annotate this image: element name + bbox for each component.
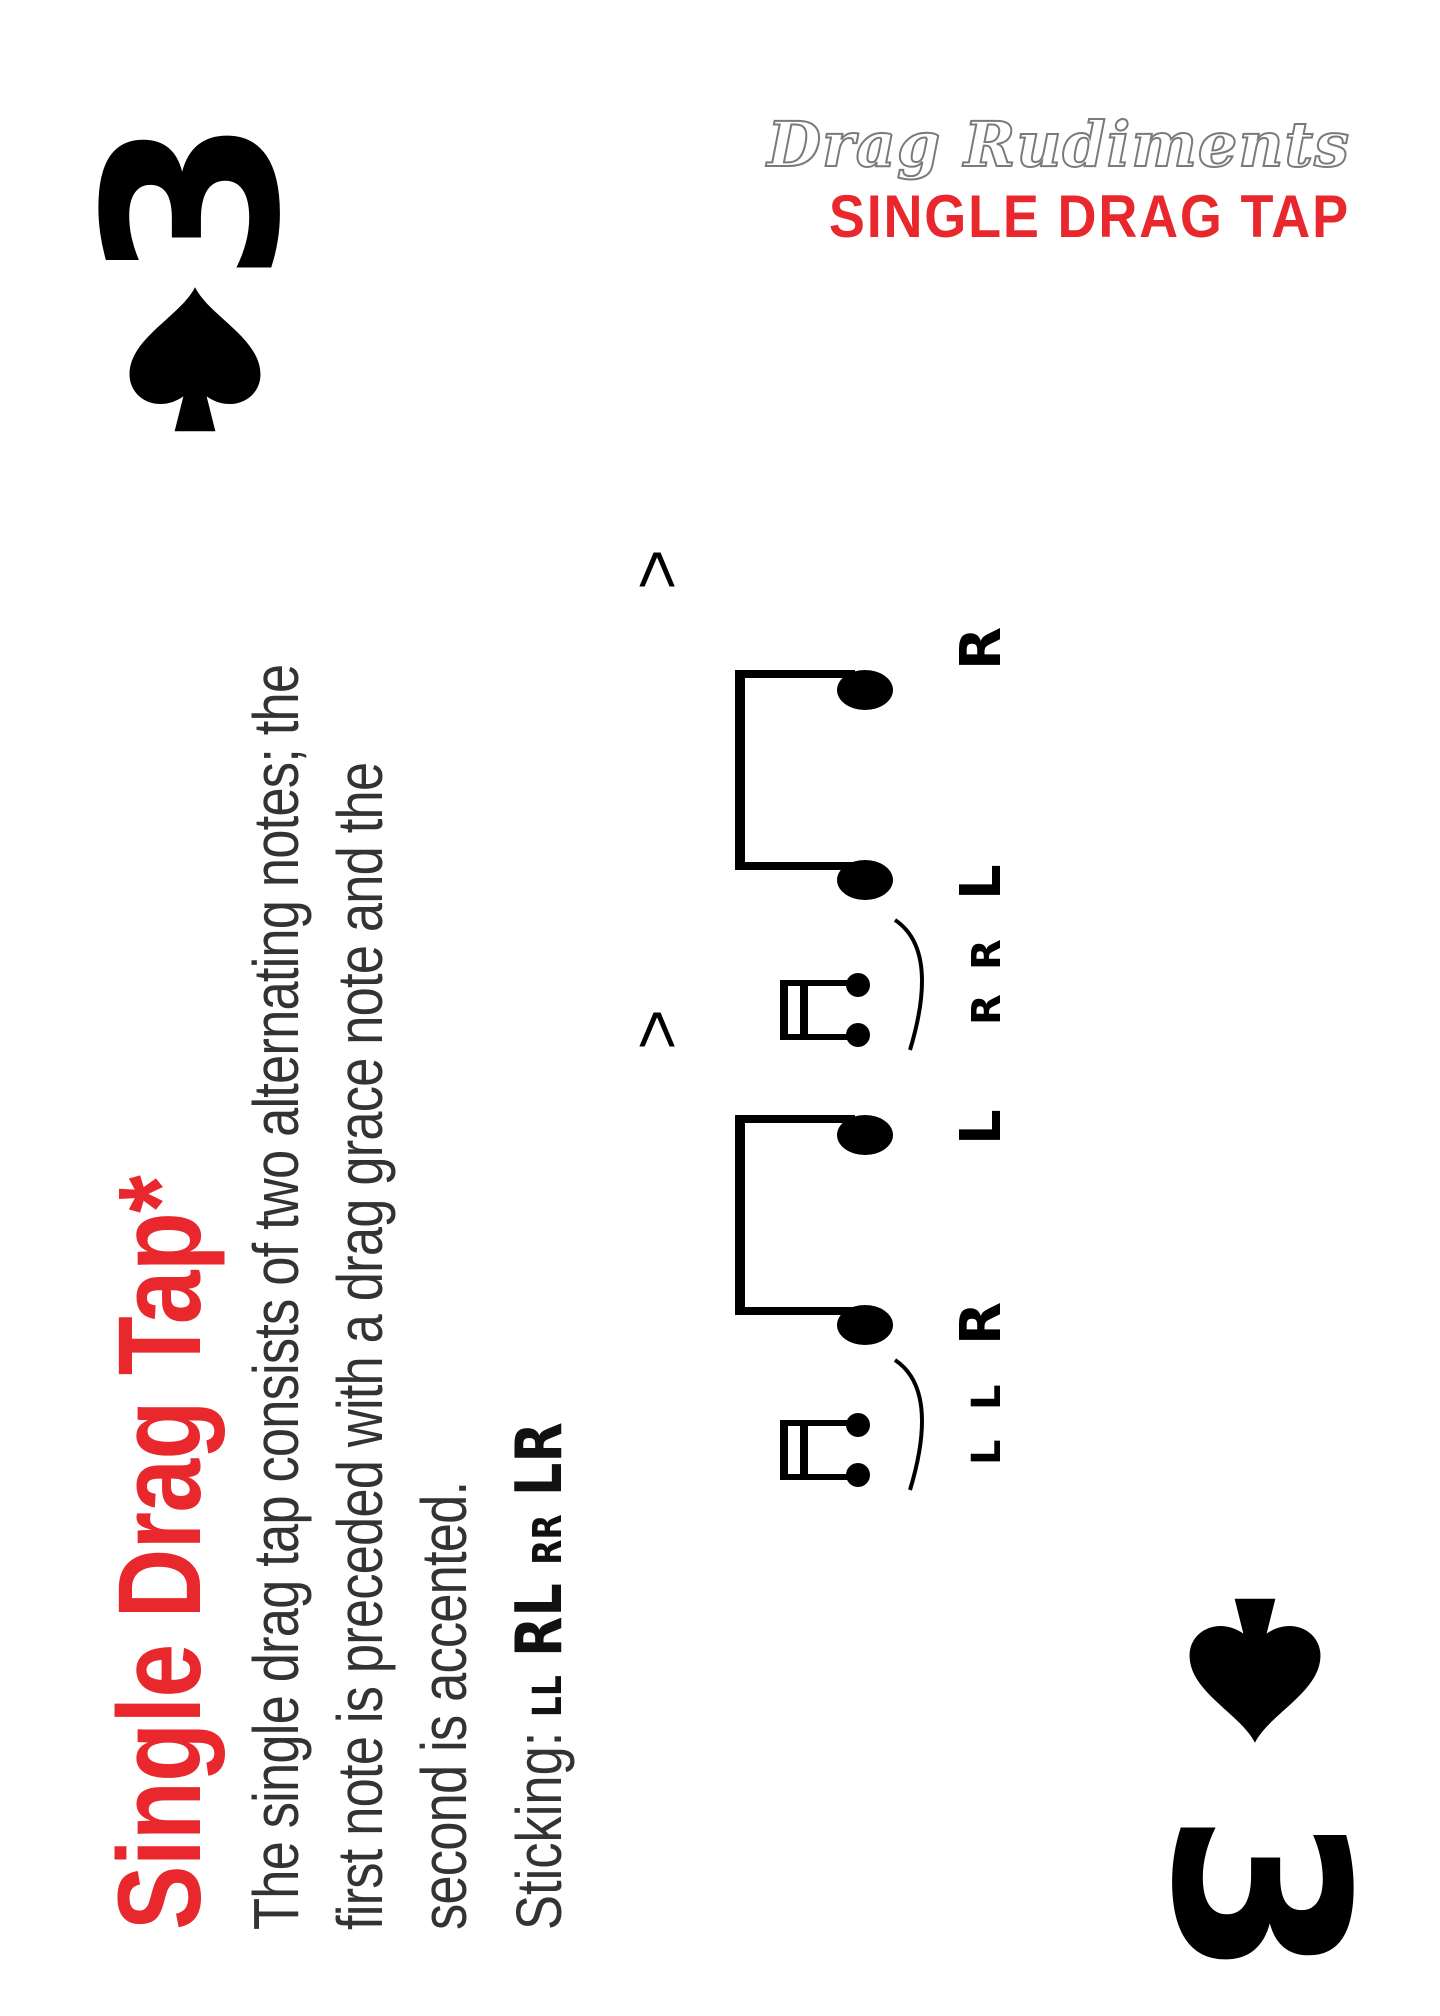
rudiment-description: The single drag tap consists of two alte… [240, 664, 480, 1930]
grace-beam [780, 980, 788, 1040]
grace-beam [800, 1420, 808, 1480]
sticking-label: Sticking: [503, 1731, 575, 1930]
sticking-part: LR [503, 1422, 577, 1497]
category-label: Drag Rudiments [766, 107, 1350, 182]
stem [735, 1115, 855, 1123]
grace-beam [800, 980, 808, 1040]
sticking-part: RR [525, 1514, 571, 1565]
stem [735, 1307, 855, 1315]
sticking-letter: R [964, 994, 1010, 1025]
grace-stem [780, 1474, 850, 1480]
sticking-letter: L [949, 864, 1014, 900]
accent-mark: > [617, 549, 695, 590]
card-rank-top: 3 [53, 116, 334, 284]
grace-beam [780, 1420, 788, 1480]
sticking-letter: R [964, 939, 1010, 970]
grace-note [846, 973, 870, 997]
card-rank-bottom: 3 [1118, 1811, 1399, 1979]
note-head [837, 860, 893, 900]
note-head [837, 1115, 893, 1155]
beam [735, 1115, 745, 1315]
sticking-pattern: LL RL RR LR [503, 1422, 577, 1717]
stem [735, 862, 855, 870]
note-head [837, 1305, 893, 1345]
grace-note [846, 1023, 870, 1047]
grace-stem [780, 1034, 850, 1040]
sticking-letter: L [964, 1385, 1010, 1411]
note-head [837, 670, 893, 710]
sticking-letter: L [964, 1440, 1010, 1466]
notation-svg: > > [617, 549, 1014, 1491]
sticking-part: RL [503, 1583, 577, 1658]
sticking-labels: R L R R L R L L [949, 627, 1014, 1465]
grace-note [846, 1413, 870, 1437]
slur [893, 918, 924, 1051]
sticking-letter: R [949, 1302, 1014, 1345]
measure-1: > [617, 549, 924, 1051]
card-title: SINGLE DRAG TAP [828, 183, 1350, 250]
measure-2: > [617, 1009, 924, 1491]
music-notation: > > [617, 549, 1060, 1550]
beam [735, 670, 745, 870]
grace-note [846, 1463, 870, 1487]
sticking-letter: L [949, 1109, 1014, 1145]
grace-stem [780, 980, 850, 986]
description-block: Single Drag Tap* The single drag tap con… [94, 490, 577, 1930]
grace-stem [780, 1420, 850, 1426]
spade-icon [129, 287, 261, 432]
sticking-line: Sticking: LL RL RR LR [502, 749, 577, 1930]
sticking-part: LL [525, 1675, 571, 1718]
stem [735, 670, 855, 678]
rudiment-heading: Single Drag Tap* [94, 1176, 226, 1930]
spade-icon [1189, 1598, 1321, 1743]
slur [893, 1358, 924, 1491]
sticking-letter: R [949, 627, 1014, 670]
accent-mark: > [617, 1009, 695, 1050]
